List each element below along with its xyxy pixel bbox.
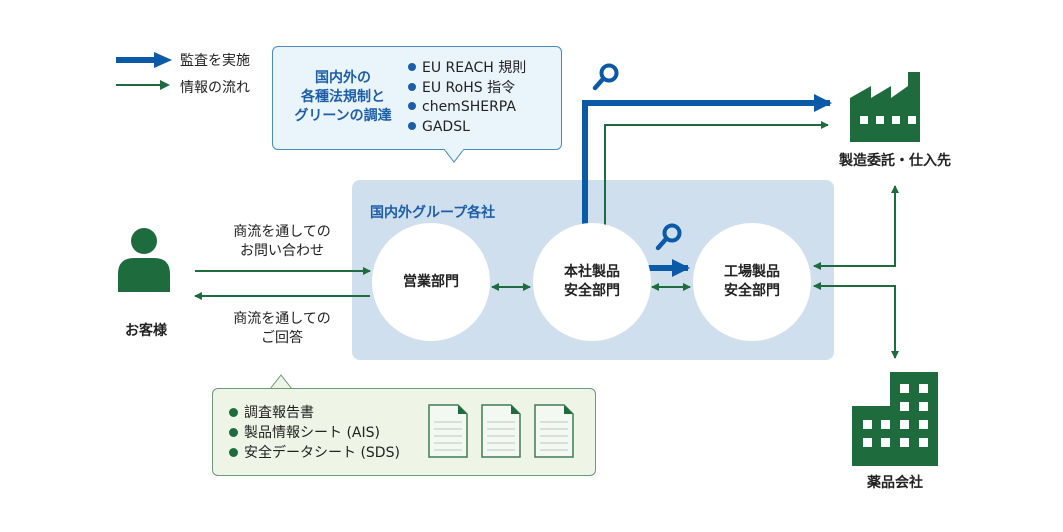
legend-audit-label: 監査を実施 bbox=[180, 53, 250, 69]
reply-caption: 商流を通しての ご回答 bbox=[212, 310, 352, 348]
bullet-icon bbox=[408, 102, 416, 110]
caption-line: ご回答 bbox=[261, 330, 303, 346]
bullet-icon bbox=[408, 121, 416, 130]
regulation-item: EU REACH 規則 bbox=[408, 59, 526, 79]
regulation-item: GADSL bbox=[408, 118, 526, 138]
info-arrow-supplier bbox=[604, 121, 829, 228]
group-title: 国内外グループ各社 bbox=[370, 205, 496, 221]
building-icon bbox=[852, 372, 938, 466]
regulations-list: EU REACH 規則 EU RoHS 指令 chemSHERPA GADSL bbox=[408, 59, 526, 137]
documents-list: 調査報告書 製品情報シート (AIS) 安全データシート (SDS) bbox=[229, 403, 400, 463]
search-icon bbox=[655, 223, 682, 251]
supplier-factory-arrow bbox=[813, 185, 899, 270]
audit-arrow-supplier bbox=[582, 94, 832, 228]
caption-line: お問い合わせ bbox=[240, 243, 324, 259]
department-label: 本社製品 bbox=[564, 264, 620, 280]
search-icon bbox=[592, 63, 619, 91]
callout-pointer bbox=[444, 149, 464, 163]
chemical-company-label: 薬品会社 bbox=[867, 475, 923, 491]
bullet-icon bbox=[229, 447, 238, 457]
chemical-factory-arrow bbox=[813, 282, 899, 359]
regulations-callout: 国内外の 各種法規制と グリーンの調達 EU REACH 規則 EU RoHS … bbox=[272, 46, 562, 150]
thin-green-arrow-icon bbox=[116, 80, 170, 90]
department-label: 安全部門 bbox=[564, 283, 620, 299]
regulation-text: chemSHERPA bbox=[422, 99, 516, 115]
legend: 監査を実施 情報の流れ bbox=[116, 48, 266, 98]
caption-line: 商流を通しての bbox=[233, 224, 331, 240]
caption-line: 商流を通しての bbox=[233, 311, 331, 327]
regulation-item: EU RoHS 指令 bbox=[408, 79, 526, 99]
bullet-icon bbox=[408, 63, 416, 71]
department-hq-product-safety[interactable]: 本社製品 安全部門 bbox=[533, 223, 651, 341]
person-icon bbox=[118, 228, 170, 292]
supplier-label: 製造委託・仕入先 bbox=[839, 153, 951, 169]
documents-callout: 調査報告書 製品情報シート (AIS) 安全データシート (SDS) bbox=[212, 388, 596, 476]
regulation-text: EU RoHS 指令 bbox=[422, 79, 516, 96]
factory-icon bbox=[850, 72, 920, 142]
department-label: 工場製品 bbox=[724, 264, 780, 280]
bullet-icon bbox=[408, 82, 416, 91]
regulation-text: EU REACH 規則 bbox=[422, 60, 527, 76]
document-item: 安全データシート (SDS) bbox=[229, 443, 400, 463]
heading-line: グリーンの調達 bbox=[294, 108, 392, 124]
document-item: 製品情報シート (AIS) bbox=[229, 423, 400, 443]
regulation-text: GADSL bbox=[422, 118, 470, 135]
bullet-icon bbox=[229, 427, 238, 437]
regulation-item: chemSHERPA bbox=[408, 98, 526, 118]
department-label: 営業部門 bbox=[403, 273, 459, 290]
document-icon bbox=[428, 404, 468, 458]
legend-info-label: 情報の流れ bbox=[180, 80, 250, 96]
heading-line: 国内外の bbox=[315, 70, 371, 86]
document-text: 安全データシート (SDS) bbox=[244, 445, 400, 461]
document-icon bbox=[481, 404, 521, 458]
department-label: 安全部門 bbox=[724, 283, 780, 299]
department-factory-product-safety[interactable]: 工場製品 安全部門 bbox=[693, 223, 811, 341]
bullet-icon bbox=[229, 407, 238, 417]
document-text: 調査報告書 bbox=[244, 405, 314, 421]
thick-blue-arrow-icon bbox=[116, 52, 172, 68]
document-text: 製品情報シート (AIS) bbox=[244, 425, 380, 441]
inquiry-caption: 商流を通しての お問い合わせ bbox=[212, 223, 352, 261]
heading-line: 各種法規制と bbox=[301, 89, 385, 105]
regulations-heading: 国内外の 各種法規制と グリーンの調達 bbox=[283, 69, 403, 126]
department-sales[interactable]: 営業部門 bbox=[372, 223, 490, 341]
document-item: 調査報告書 bbox=[229, 403, 400, 423]
callout-pointer bbox=[270, 374, 292, 390]
document-icon bbox=[534, 404, 574, 458]
customer-label: お客様 bbox=[125, 323, 167, 339]
